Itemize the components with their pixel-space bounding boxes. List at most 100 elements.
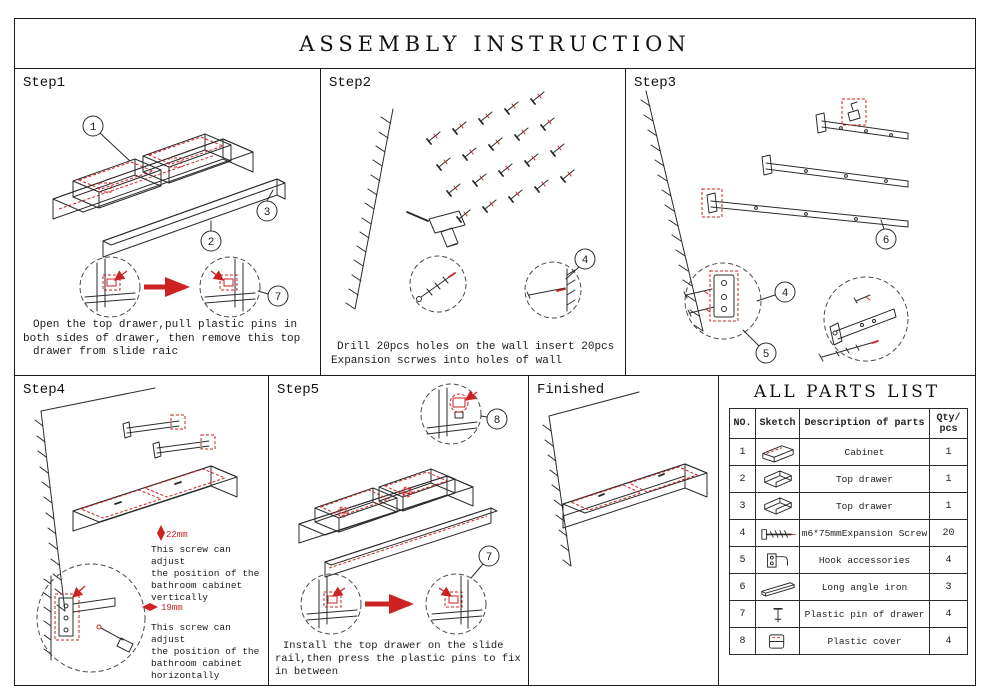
detail-circle-iron-end (823, 276, 909, 362)
panel-step1: Step1 (15, 69, 321, 375)
step3-label: Step3 (634, 75, 677, 91)
hook-bracket-piece (841, 98, 867, 126)
top-drawer-sketch-icon (763, 469, 792, 488)
note-line: vertically (151, 592, 209, 603)
finished-label: Finished (537, 382, 605, 398)
wall-hatching (640, 90, 704, 332)
callout-1-number: 1 (90, 122, 97, 134)
finished-cabinet (562, 463, 708, 529)
col-header-qty: Qty/ pcs (929, 408, 968, 439)
parts-row: 5 Hook accessories 4 (729, 546, 968, 574)
step1-caption: Open the top drawer,pull plastic pins in… (23, 319, 317, 360)
panel-step5: Step5 8 (269, 376, 529, 685)
top-row: Step1 (15, 69, 975, 376)
step1-drawing: 1 2 3 (52, 115, 289, 318)
panel-parts-list: ALL PARTS LIST NO. Sketch Description of… (719, 376, 975, 685)
step5-caption: Install the top drawer on the slide rail… (275, 640, 525, 679)
sheet-border: ASSEMBLY INSTRUCTION Step1 (14, 18, 976, 686)
part-description: Long angle iron (799, 573, 930, 601)
part-sketch-cell (755, 438, 800, 466)
note-line: This screw can adjust (151, 544, 231, 567)
note-line: bathroom cabinet (151, 658, 243, 669)
callout-4: 4 (565, 248, 596, 280)
part-no: 8 (729, 627, 756, 655)
caption-line: Install the top drawer on the slide (283, 640, 504, 652)
note-line: horizontally (151, 670, 220, 681)
detail-circle-mount-plate (683, 262, 762, 340)
parts-row: 3 Top drawer 1 (729, 492, 968, 520)
note-line: This screw can adjust (151, 622, 231, 645)
wall-hatching (542, 391, 640, 567)
horizontal-adjust-dimension: 19mm (142, 603, 183, 613)
part-no: 3 (729, 492, 756, 520)
callout-3-number: 3 (264, 207, 271, 219)
caption-line: rail,then press the plastic pins to fix (275, 653, 521, 665)
top-drawer-frame-left (314, 487, 398, 533)
callout-7: 7 (470, 545, 500, 579)
drawer-front-panel (102, 178, 286, 258)
plastic-cover-sketch-icon (768, 633, 784, 649)
col-header-no: NO. (729, 408, 756, 439)
long-angle-iron-sketch-icon (760, 581, 795, 597)
part-qty: 20 (929, 519, 968, 547)
top-drawer-frame-left (72, 158, 162, 209)
bottom-row: Step4 (15, 376, 975, 685)
step4-note-horizontal: This screw can adjust the position of th… (151, 622, 268, 682)
parts-row: 6 Long angle iron 3 (729, 573, 968, 601)
angle-iron-top (815, 112, 909, 140)
part-qty: 4 (929, 546, 968, 574)
part-description: Hook accessories (799, 546, 930, 574)
col-header-sketch: Sketch (755, 408, 800, 439)
callout-6-number: 6 (883, 235, 890, 247)
step5-drawing: 8 (298, 383, 508, 635)
callout-4-number: 4 (582, 255, 589, 267)
top-drawer-frame-right (378, 468, 456, 512)
part-no: 1 (729, 438, 756, 466)
long-screw (818, 340, 879, 362)
callout-7-number: 7 (275, 292, 282, 304)
parts-header-row: NO. Sketch Description of parts Qty/ pcs (729, 408, 968, 439)
part-sketch-cell (755, 573, 800, 601)
panel-step2: Step2 (321, 69, 626, 375)
part-description: Top drawer (799, 465, 930, 493)
part-no: 6 (729, 573, 756, 601)
part-description: Plastic pin of drawer (799, 600, 930, 628)
detail-circle-right (199, 256, 261, 318)
part-sketch-cell (755, 519, 800, 547)
angle-iron-middle (761, 154, 909, 188)
part-qty: 3 (929, 573, 968, 601)
drawer-front-panel (324, 507, 498, 578)
part-sketch-cell (755, 600, 800, 628)
part-sketch-cell (755, 627, 800, 655)
title-bar: ASSEMBLY INSTRUCTION (15, 19, 975, 69)
part-qty: 4 (929, 600, 968, 628)
step4-label: Step4 (23, 382, 66, 398)
dim-19mm-label: 19mm (161, 603, 183, 613)
part-no: 7 (729, 600, 756, 628)
part-no: 5 (729, 546, 756, 574)
wall-angle-irons (122, 414, 216, 459)
step2-caption: Drill 20pcs holes on the wall insert 20p… (331, 341, 621, 368)
wall-hatching (34, 387, 156, 612)
parts-row: 2 Top drawer 1 (729, 465, 968, 493)
step3-drawing: 6 4 5 (640, 90, 909, 364)
panel-finished: Finished (529, 376, 719, 685)
cabinet-carcass (52, 138, 254, 220)
parts-row: 4 m6*75mmExpansion Screw 20 (729, 519, 968, 547)
part-sketch-cell (755, 546, 800, 574)
drill (406, 210, 466, 248)
callout-2: 2 (200, 220, 222, 252)
callout-6: 6 (875, 219, 897, 250)
parts-row: 7 Plastic pin of drawer 4 (729, 600, 968, 628)
part-no: 2 (729, 465, 756, 493)
part-qty: 1 (929, 465, 968, 493)
part-qty: 1 (929, 438, 968, 466)
callout-4-number: 4 (782, 288, 789, 300)
step4-note-vertical: This screw can adjust the position of th… (151, 544, 268, 604)
hook-accessories-sketch-icon (766, 552, 788, 568)
expansion-screw-sketch-icon (760, 528, 796, 540)
detail-circle-right (425, 573, 487, 635)
part-qty: 4 (929, 627, 968, 655)
panel-step3: Step3 (626, 69, 975, 375)
